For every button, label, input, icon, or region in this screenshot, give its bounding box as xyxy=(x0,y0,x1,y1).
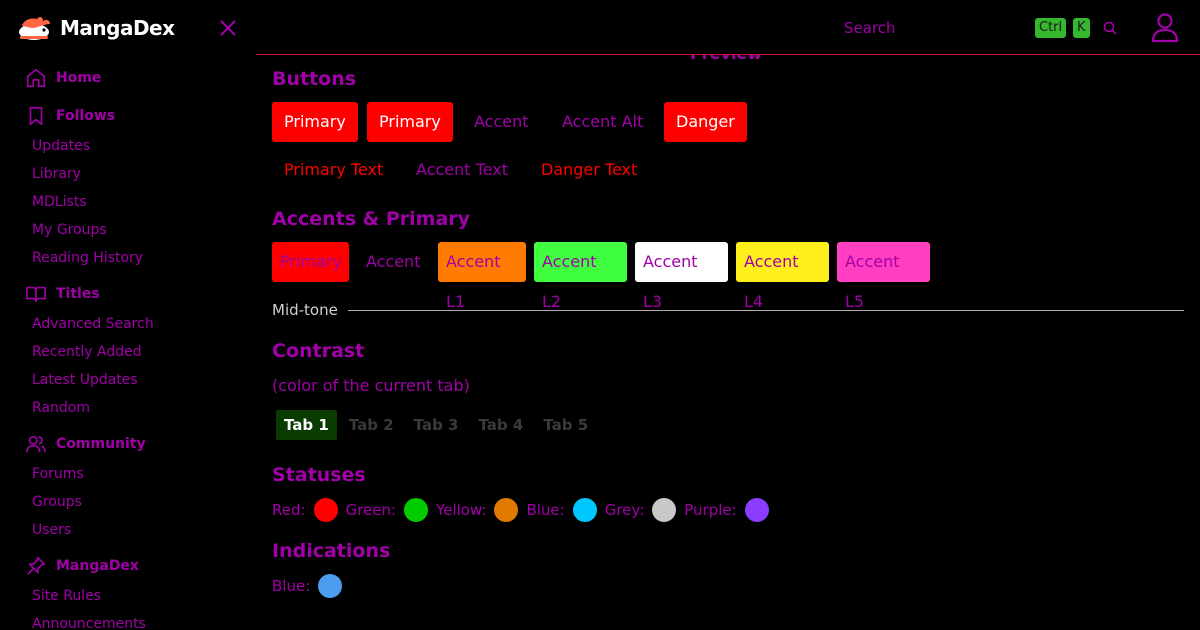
sidebar-item-my-groups[interactable]: My Groups xyxy=(32,222,107,238)
tab-1[interactable]: Tab 1 xyxy=(276,410,337,440)
status-dot-grey xyxy=(652,498,677,522)
sidebar-item-community[interactable]: Community xyxy=(0,428,256,460)
brand-name: MangaDex xyxy=(60,16,175,40)
primary-button[interactable]: Primary xyxy=(272,102,358,142)
statuses-heading: Statuses xyxy=(272,464,366,486)
swatch-primary: Primary xyxy=(272,242,349,282)
status-label-yellow: Yellow: xyxy=(436,501,487,519)
sidebar-item-mdlists[interactable]: MDLists xyxy=(32,194,87,210)
preview-heading: Preview xyxy=(690,54,762,63)
tab-5[interactable]: Tab 5 xyxy=(543,416,589,434)
midtone-divider: Mid-tone xyxy=(272,300,1184,320)
sidebar-item-site-rules[interactable]: Site Rules xyxy=(32,588,102,604)
status-label-blue: Blue: xyxy=(526,501,565,519)
primary-text-button[interactable]: Primary Text xyxy=(284,160,384,179)
accent-text-button[interactable]: Accent Text xyxy=(416,160,508,179)
tab-4[interactable]: Tab 4 xyxy=(478,416,524,434)
sidebar-item-recently-added[interactable]: Recently Added xyxy=(32,344,142,360)
accent-button[interactable]: Accent xyxy=(474,112,529,131)
tab-bar: Tab 1 Tab 2 Tab 3 Tab 4 Tab 5 xyxy=(276,410,600,440)
contrast-subtitle: (color of the current tab) xyxy=(272,376,470,395)
sidebar-item-label: Follows xyxy=(56,108,116,124)
indication-dot-blue xyxy=(318,574,343,598)
status-label-red: Red: xyxy=(272,501,306,519)
sidebar-item-groups[interactable]: Groups xyxy=(32,494,82,510)
swatch-accent-l1: Accent L1 xyxy=(438,242,526,311)
brand[interactable]: MangaDex xyxy=(16,12,175,44)
home-icon xyxy=(24,66,48,90)
sidebar-item-reading-history[interactable]: Reading History xyxy=(32,250,144,266)
sidebar-item-random[interactable]: Random xyxy=(32,400,90,416)
divider-line xyxy=(347,309,1184,311)
shortcut-k-key: K xyxy=(1073,18,1090,38)
shortcut-ctrl-key: Ctrl xyxy=(1035,18,1067,38)
tab-2[interactable]: Tab 2 xyxy=(348,416,394,434)
sidebar-item-latest-updates[interactable]: Latest Updates xyxy=(32,372,138,388)
users-icon xyxy=(24,432,48,456)
status-list: Red: Green: Yellow: Blue: Grey: Purple: xyxy=(272,498,777,522)
book-icon xyxy=(24,282,48,306)
swatch-accent-l2: Accent L2 xyxy=(534,242,627,311)
danger-text-button[interactable]: Danger Text xyxy=(541,160,638,179)
sidebar-item-mangadex[interactable]: MangaDex xyxy=(0,550,256,582)
accent-alt-button[interactable]: Accent Alt xyxy=(562,112,644,131)
contrast-heading: Contrast xyxy=(272,340,365,362)
sidebar-item-home[interactable]: Home xyxy=(0,62,256,94)
sidebar-nav: Home Follows Updates Library MDLists My … xyxy=(0,62,256,630)
tab-3[interactable]: Tab 3 xyxy=(413,416,459,434)
status-dot-green xyxy=(404,498,429,522)
sidebar-item-label: Community xyxy=(56,436,146,452)
sidebar-item-updates[interactable]: Updates xyxy=(32,138,90,154)
midtone-label: Mid-tone xyxy=(272,301,338,319)
mangadex-logo-icon xyxy=(19,17,50,40)
swatch-accent: Accent xyxy=(366,252,421,271)
indication-list: Blue: xyxy=(272,574,350,598)
danger-button[interactable]: Danger xyxy=(664,102,747,142)
sidebar-item-forums[interactable]: Forums xyxy=(32,466,84,482)
close-sidebar-icon[interactable] xyxy=(218,18,238,38)
top-header: Search Ctrl K xyxy=(256,0,1200,55)
sidebar-item-follows[interactable]: Follows xyxy=(0,100,256,132)
sidebar-item-label: Home xyxy=(56,70,102,86)
pin-icon xyxy=(24,554,48,578)
status-dot-blue xyxy=(572,498,597,522)
sidebar-item-advanced-search[interactable]: Advanced Search xyxy=(32,316,154,332)
indication-label-blue: Blue: xyxy=(272,577,311,595)
sidebar: MangaDex Home Follows Updates Library MD… xyxy=(0,0,256,630)
buttons-heading: Buttons xyxy=(272,68,357,90)
primary-button-alt[interactable]: Primary xyxy=(367,102,453,142)
search-bar[interactable]: Search Ctrl K xyxy=(844,14,1134,42)
user-avatar-icon[interactable] xyxy=(1150,11,1180,43)
status-dot-yellow xyxy=(494,498,519,522)
status-dot-red xyxy=(313,498,338,522)
search-icon[interactable] xyxy=(1102,20,1118,36)
indications-heading: Indications xyxy=(272,540,391,562)
swatch-accent-l3: Accent L3 xyxy=(635,242,728,311)
accents-heading: Accents & Primary xyxy=(272,208,471,230)
sidebar-item-titles[interactable]: Titles xyxy=(0,278,256,310)
status-label-grey: Grey: xyxy=(604,501,645,519)
status-dot-purple xyxy=(744,498,769,522)
swatch-accent-l4: Accent L4 xyxy=(736,242,829,311)
swatch-accent-l5: Accent L5 xyxy=(837,242,930,311)
sidebar-item-label: MangaDex xyxy=(56,558,139,574)
main-content: Preview Buttons Primary Primary Accent A… xyxy=(272,40,1184,630)
status-label-purple: Purple: xyxy=(684,501,737,519)
status-label-green: Green: xyxy=(345,501,397,519)
sidebar-item-label: Titles xyxy=(56,286,100,302)
bookmark-icon xyxy=(24,104,48,128)
sidebar-item-library[interactable]: Library xyxy=(32,166,81,182)
sidebar-item-announcements[interactable]: Announcements xyxy=(32,616,146,630)
sidebar-item-users[interactable]: Users xyxy=(32,522,72,538)
search-input[interactable]: Search xyxy=(844,19,896,37)
